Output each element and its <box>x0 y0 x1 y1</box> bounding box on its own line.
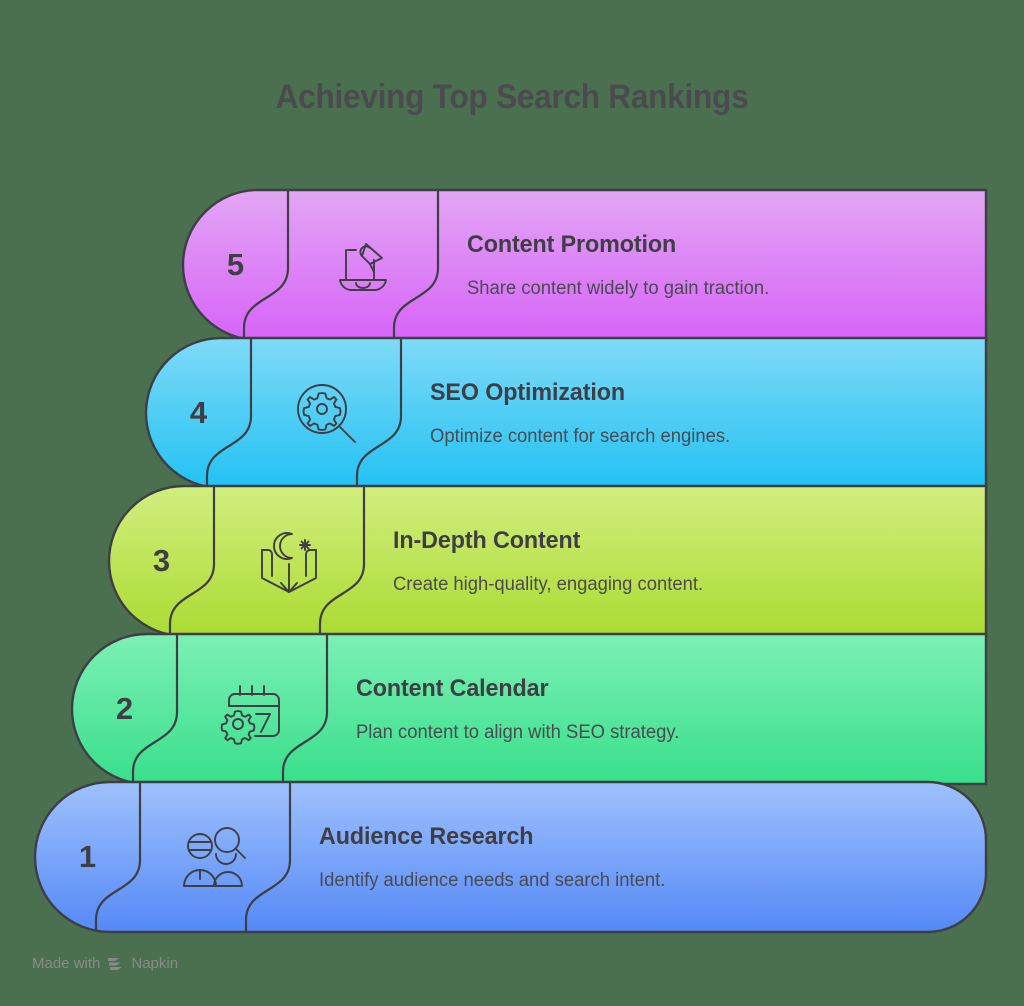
footer-attribution: Made with Napkin <box>32 955 178 972</box>
footer-brand-label: Napkin <box>131 955 179 972</box>
step-row-shape <box>181 188 988 342</box>
step-row-shape <box>144 336 988 490</box>
step-row-shape <box>33 780 988 934</box>
step-row-shape <box>70 632 988 786</box>
footer-made-with-label: Made with <box>32 955 101 972</box>
step-row-shape <box>107 484 988 638</box>
napkin-logo-icon <box>107 956 124 971</box>
page-title: Achieving Top Search Rankings <box>275 78 749 116</box>
